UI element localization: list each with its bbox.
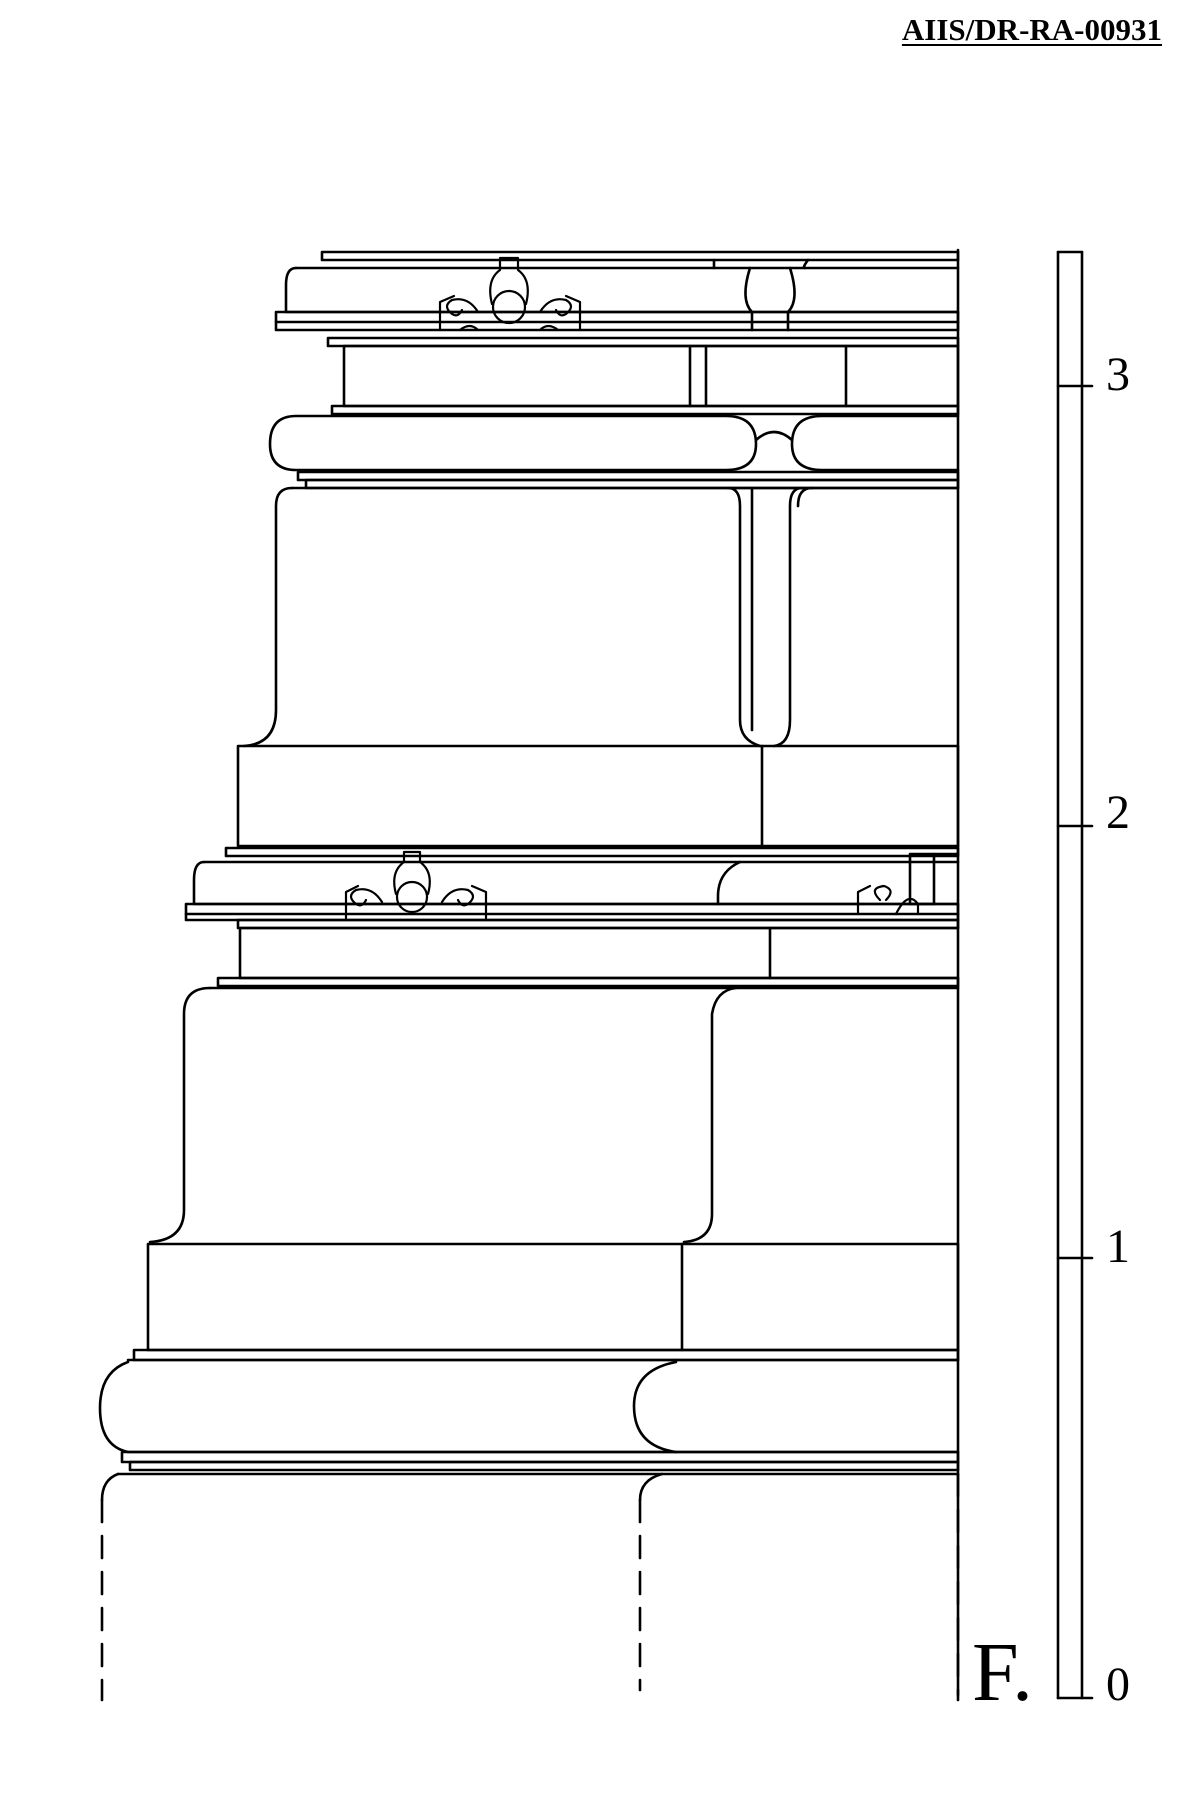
column-shaft-dashed	[100, 1472, 960, 1702]
upper-cornice	[274, 250, 960, 332]
scale-tick-3: 3	[1106, 348, 1130, 401]
scale-tick-1: 1	[1106, 1220, 1130, 1273]
lower-fillet-band	[216, 918, 960, 988]
scale-bar	[1056, 250, 1094, 1700]
base-torus	[98, 1348, 960, 1472]
upper-fillet-band	[326, 336, 960, 416]
document-id: AIIS/DR-RA-00931	[901, 12, 1162, 47]
scale-tick-0: 0	[1106, 1658, 1130, 1711]
lower-cornice-ornament-partial	[856, 884, 920, 916]
figure-label: F.	[972, 1626, 1033, 1719]
upper-die-block	[236, 486, 960, 848]
scale-tick-2: 2	[1106, 786, 1130, 839]
lower-cornice-ornament	[344, 850, 488, 920]
lower-die-block	[146, 986, 960, 1352]
upper-torus	[268, 414, 960, 490]
upper-cornice-ornament	[438, 256, 582, 332]
lower-cornice	[184, 846, 960, 922]
